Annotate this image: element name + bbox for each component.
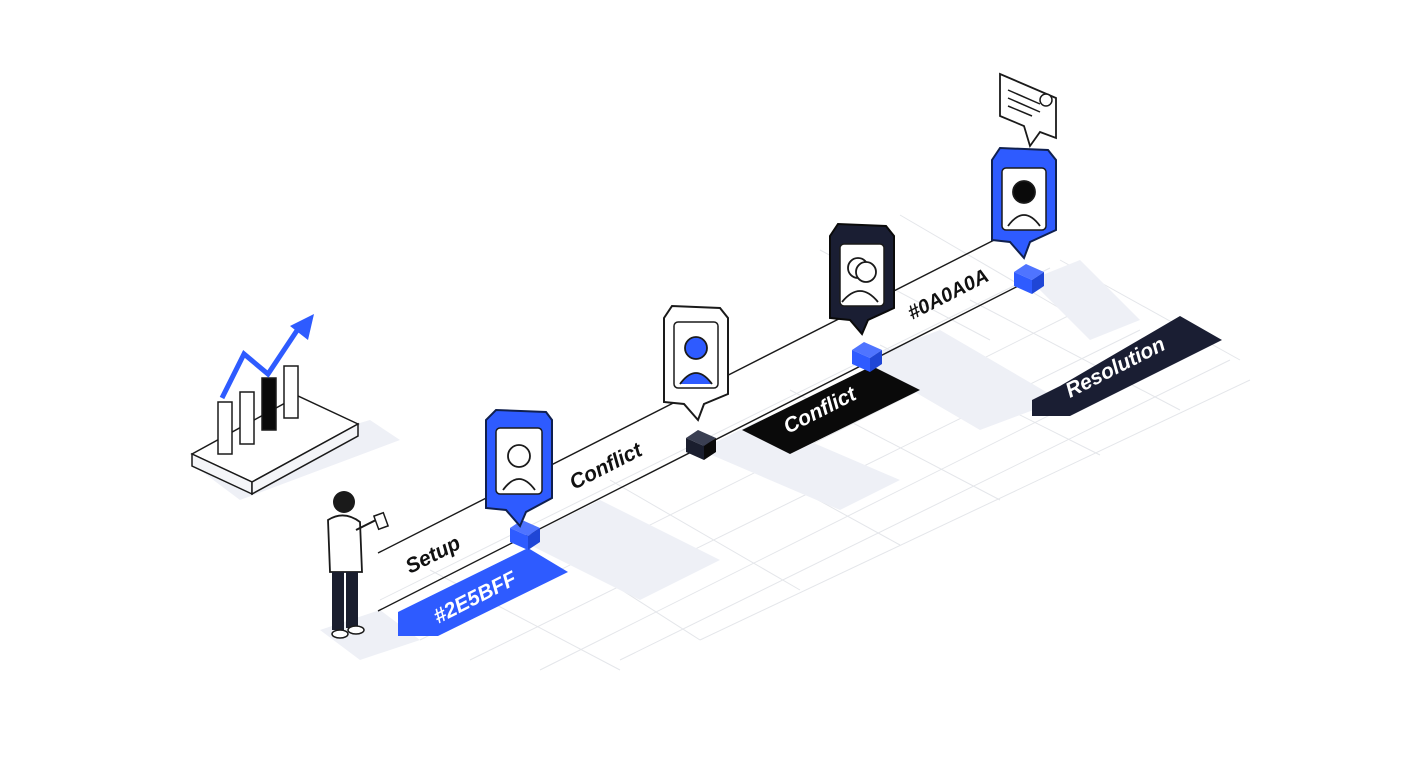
timeline-node: [686, 430, 716, 460]
avatar-pin-icon: [663, 304, 729, 422]
hex-dark-label: #0A0A0A: [904, 265, 992, 324]
conflict-banner: Conflict: [742, 366, 920, 454]
chat-bubble-icon: [999, 72, 1057, 149]
timeline-node: [1014, 264, 1044, 294]
timeline-node: [852, 342, 882, 372]
avatar-pin-icon: [991, 146, 1057, 260]
growth-chart-icon: [190, 314, 360, 496]
avatar-pin-icon: [485, 408, 553, 528]
person-with-phone-icon: [327, 491, 390, 639]
resolution-banner: Resolution: [1032, 316, 1222, 416]
avatar-pin-icon: [829, 222, 895, 336]
conflict-upper-label: Conflict: [566, 438, 647, 494]
